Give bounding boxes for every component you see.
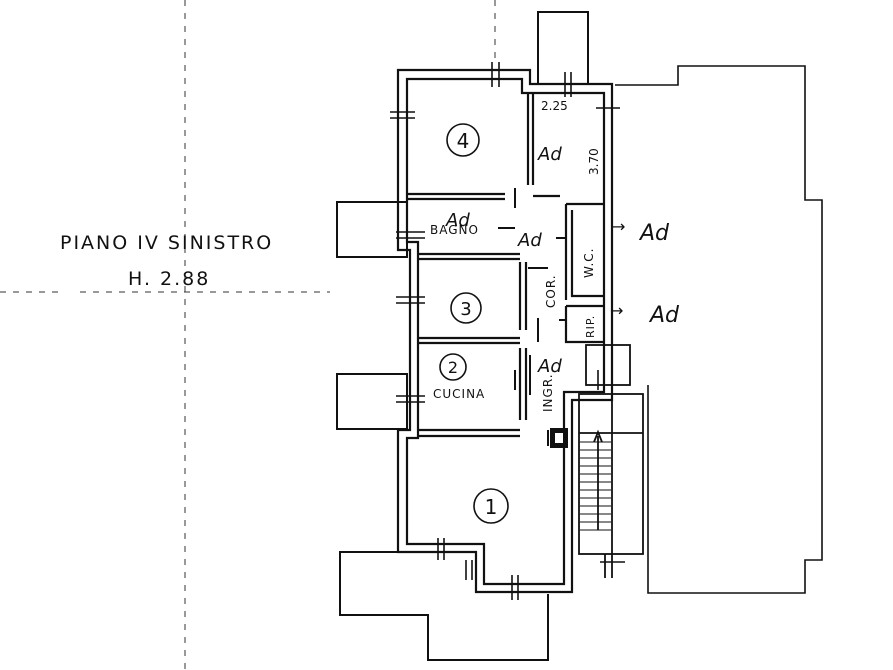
floor-title: PIANO IV SINISTRO bbox=[60, 232, 274, 254]
room-1-number: 1 bbox=[485, 495, 498, 519]
cor-label: COR. bbox=[544, 274, 558, 308]
floor-height: H. 2.88 bbox=[128, 268, 211, 290]
bagno-label: BAGNO bbox=[430, 223, 479, 237]
annotation-mark-5: Ad bbox=[638, 221, 670, 246]
balcony-bagno bbox=[336, 201, 408, 258]
window-marks bbox=[390, 62, 625, 600]
ingr-label: INGR. bbox=[541, 373, 555, 412]
dimension-length: 3.70 bbox=[587, 148, 601, 175]
fold-lines bbox=[0, 0, 496, 670]
wc-label: W.C. bbox=[582, 248, 596, 279]
room-4-circle bbox=[446, 123, 480, 157]
annotation-arrow-1: → bbox=[612, 217, 625, 236]
cucina-label: CUCINA bbox=[433, 387, 485, 401]
annotation-mark-1: Ad bbox=[537, 144, 562, 165]
adjacent-building-outline bbox=[615, 65, 823, 594]
dimension-width: 2.25 bbox=[541, 99, 568, 113]
annotation-mark-3: Ad bbox=[517, 230, 542, 251]
bottom-balcony bbox=[339, 551, 549, 661]
annotation-mark-2: Ad bbox=[445, 210, 470, 231]
room-4-number: 4 bbox=[457, 129, 470, 153]
top-balcony bbox=[537, 11, 589, 84]
room-2-circle bbox=[439, 353, 467, 381]
door-marks bbox=[498, 188, 566, 446]
annotation-mark-6: Ad bbox=[648, 303, 680, 328]
room-3-number: 3 bbox=[460, 299, 471, 320]
annotation-arrow-2: → bbox=[610, 301, 623, 320]
stairwell bbox=[578, 344, 644, 578]
shaft-inner bbox=[555, 433, 563, 443]
room-3-circle bbox=[450, 292, 482, 324]
interior-walls bbox=[407, 93, 604, 438]
rip-label: RIP. bbox=[584, 315, 597, 338]
annotation-mark-4: Ad bbox=[537, 356, 562, 377]
room-1-circle bbox=[473, 488, 509, 524]
exterior-walls bbox=[396, 68, 614, 594]
room-2-number: 2 bbox=[448, 358, 458, 377]
